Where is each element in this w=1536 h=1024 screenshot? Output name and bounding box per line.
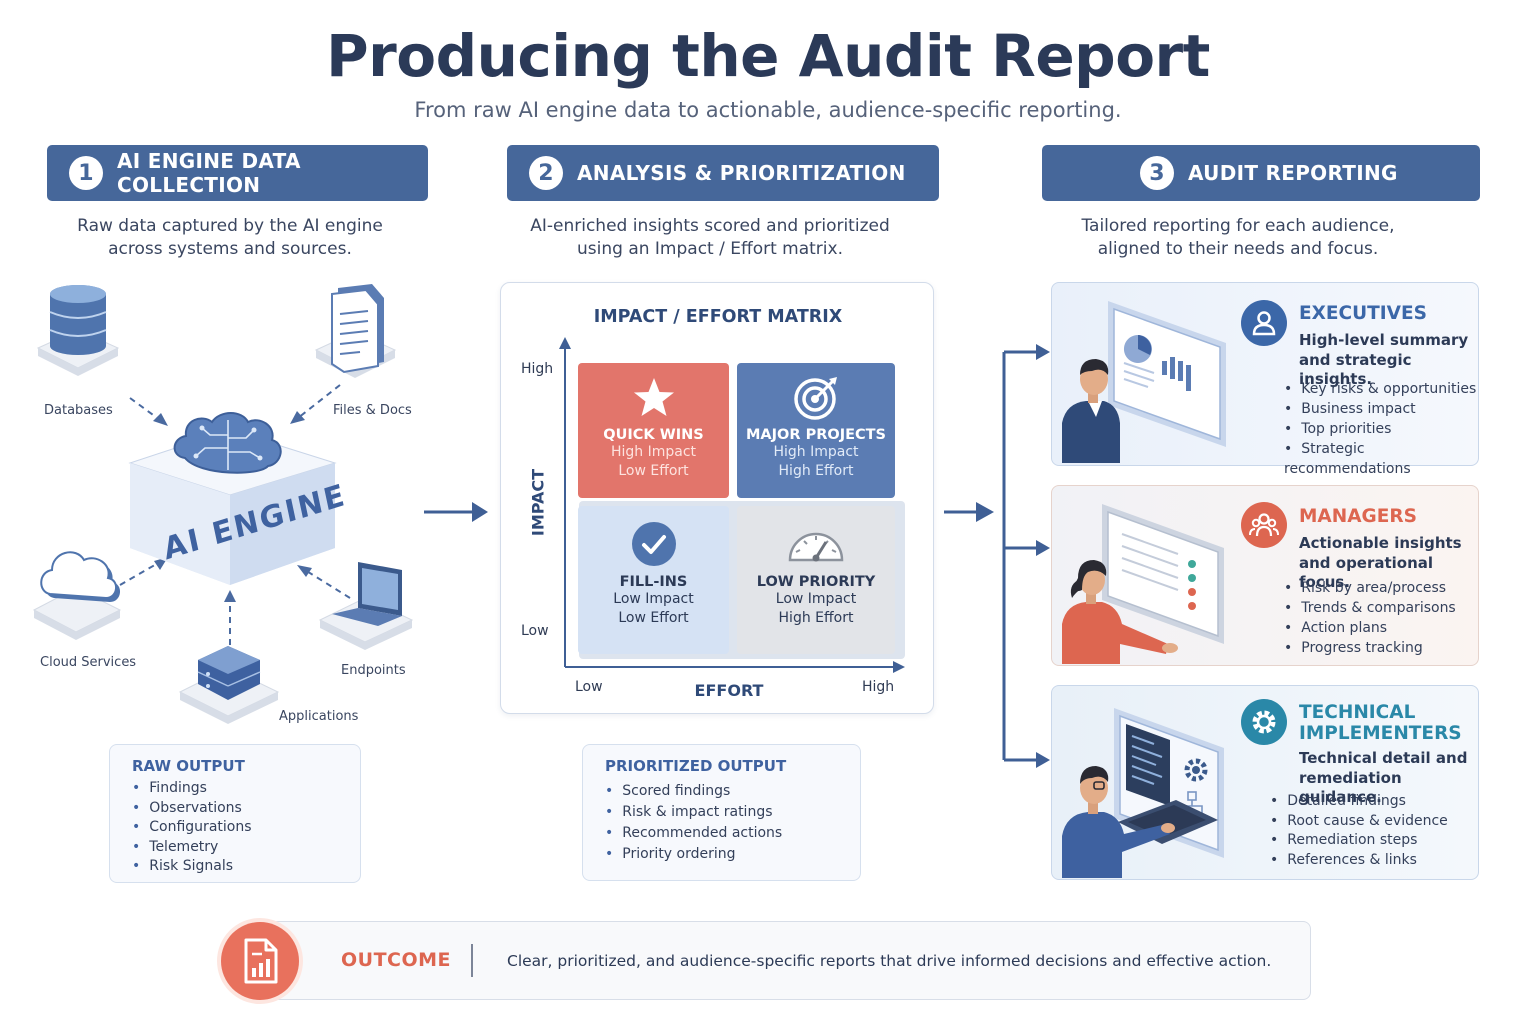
raw-output-box: RAW OUTPUT Findings Observations Configu… xyxy=(109,744,361,883)
x-axis-high: High xyxy=(862,679,895,695)
raw-output-title: RAW OUTPUT xyxy=(132,757,245,775)
impact-effort-matrix: IMPACT / EFFORT MATRIX High Low Low High… xyxy=(500,282,934,714)
endpoints-label: Endpoints xyxy=(341,663,406,678)
list-item: Strategic recommendations xyxy=(1284,439,1478,479)
database-icon xyxy=(36,285,120,376)
y-axis-high: High xyxy=(521,361,554,377)
list-item: Business impact xyxy=(1284,399,1478,419)
files-docs-label: Files & Docs xyxy=(333,403,412,418)
flow-arrow-2 xyxy=(944,502,994,522)
stage-3-number: 3 xyxy=(1140,156,1174,190)
y-axis-label: IMPACT xyxy=(528,468,548,537)
executives-title: EXECUTIVES xyxy=(1299,303,1427,324)
technical-illustration xyxy=(1062,708,1224,878)
cloud-services-label: Cloud Services xyxy=(40,655,137,670)
outcome-bar: OUTCOME Clear, prioritized, and audience… xyxy=(258,921,1311,1000)
databases-label: Databases xyxy=(44,403,113,418)
list-item: Progress tracking xyxy=(1284,638,1456,658)
list-item: Trends & comparisons xyxy=(1284,598,1455,618)
applications-icon xyxy=(178,646,280,724)
list-item: Telemetry xyxy=(132,838,338,858)
manager-illustration xyxy=(1062,504,1224,664)
list-item: Key risks & opportunities xyxy=(1284,379,1478,399)
list-item: Root cause & evidence xyxy=(1270,812,1448,832)
outcome-divider xyxy=(471,944,473,977)
cloud-services-icon xyxy=(32,551,122,640)
prioritized-output-box: PRIORITIZED OUTPUT Scored findings Risk … xyxy=(582,744,861,881)
list-item: Recommended actions xyxy=(605,823,838,844)
prioritized-output-list: Scored findings Risk & impact ratings Re… xyxy=(605,781,838,865)
quadrant-fill-ins: FILL-INS Low Impact Low Effort xyxy=(578,506,729,654)
prioritized-output-title: PRIORITIZED OUTPUT xyxy=(605,757,787,775)
audience-card-managers: MANAGERS Actionable insights and operati… xyxy=(1051,485,1479,666)
list-item: Priority ordering xyxy=(605,844,838,865)
list-item: Risk & impact ratings xyxy=(605,802,838,823)
stage-1-header: 1 AI ENGINE DATA COLLECTION xyxy=(47,145,428,201)
audience-branch-connector xyxy=(1002,344,1050,768)
person-icon xyxy=(1241,300,1287,346)
quadrant-major-projects: MAJOR PROJECTS High Impact High Effort xyxy=(737,363,895,498)
x-axis-low: Low xyxy=(575,679,603,695)
files-docs-icon xyxy=(314,284,397,378)
data-sources-diagram xyxy=(32,284,414,724)
executive-illustration xyxy=(1062,301,1226,463)
page-subtitle: From raw AI engine data to actionable, a… xyxy=(414,98,1122,122)
managers-title: MANAGERS xyxy=(1299,506,1417,527)
flow-arrow-1 xyxy=(424,502,488,522)
stage-2-header: 2 ANALYSIS & PRIORITIZATION xyxy=(507,145,939,201)
outcome-text: Clear, prioritized, and audience-specifi… xyxy=(507,952,1272,970)
y-axis-low: Low xyxy=(521,623,549,639)
page-title: Producing the Audit Report xyxy=(326,22,1210,90)
stage-1-number: 1 xyxy=(69,156,103,190)
applications-label: Applications xyxy=(279,709,359,724)
technical-implementers-title: TECHNICAL IMPLEMENTERS xyxy=(1299,702,1462,744)
list-item: Risk by area/process xyxy=(1284,578,1456,598)
audience-card-executives: EXECUTIVES High-level summary and strate… xyxy=(1051,282,1479,477)
audience-card-technical-implementers: TECHNICAL IMPLEMENTERS Technical detail … xyxy=(1051,685,1479,880)
list-item: Risk Signals xyxy=(132,857,338,877)
matrix-title: IMPACT / EFFORT MATRIX xyxy=(593,307,843,327)
endpoints-laptop-icon xyxy=(318,562,414,650)
stage-2-label: ANALYSIS & PRIORITIZATION xyxy=(577,161,906,185)
list-item: Remediation steps xyxy=(1270,831,1448,851)
star-icon xyxy=(633,378,674,416)
list-item: Configurations xyxy=(132,818,338,838)
managers-list: Risk by area/process Trends & comparison… xyxy=(1284,578,1456,658)
technical-implementers-list: Detailed findings Root cause & evidence … xyxy=(1270,792,1448,870)
list-item: Scored findings xyxy=(605,781,838,802)
list-item: Observations xyxy=(132,799,338,819)
target-icon xyxy=(794,377,837,420)
list-item: Detailed findings xyxy=(1270,792,1448,812)
stage-2-description: AI-enriched insights scored and prioriti… xyxy=(530,216,890,259)
gauge-icon xyxy=(788,532,844,562)
executives-list: Key risks & opportunities Business impac… xyxy=(1284,379,1478,479)
list-item: Findings xyxy=(132,779,338,799)
raw-output-list: Findings Observations Configurations Tel… xyxy=(132,779,338,877)
x-axis-label: EFFORT xyxy=(694,681,764,700)
quadrant-low-priority: LOW PRIORITY Low Impact High Effort xyxy=(737,506,895,654)
report-document-icon xyxy=(221,922,299,1000)
stage-2-number: 2 xyxy=(529,156,563,190)
gear-icon xyxy=(1241,699,1287,745)
stage-1-description: Raw data captured by the AI engine acros… xyxy=(77,216,383,259)
quadrant-quick-wins: QUICK WINS High Impact Low Effort xyxy=(578,363,729,498)
list-item: Action plans xyxy=(1284,618,1456,638)
stage-3-header: 3 AUDIT REPORTING xyxy=(1042,145,1480,201)
outcome-label: OUTCOME xyxy=(341,949,452,971)
ai-engine-icon xyxy=(128,412,337,585)
team-icon xyxy=(1241,502,1287,548)
list-item: References & links xyxy=(1270,851,1448,871)
stage-1-label: AI ENGINE DATA COLLECTION xyxy=(117,149,301,197)
list-item: Top priorities xyxy=(1284,419,1478,439)
check-icon xyxy=(631,522,676,566)
stage-3-description: Tailored reporting for each audience, al… xyxy=(1081,216,1395,259)
stage-3-label: AUDIT REPORTING xyxy=(1188,161,1398,185)
